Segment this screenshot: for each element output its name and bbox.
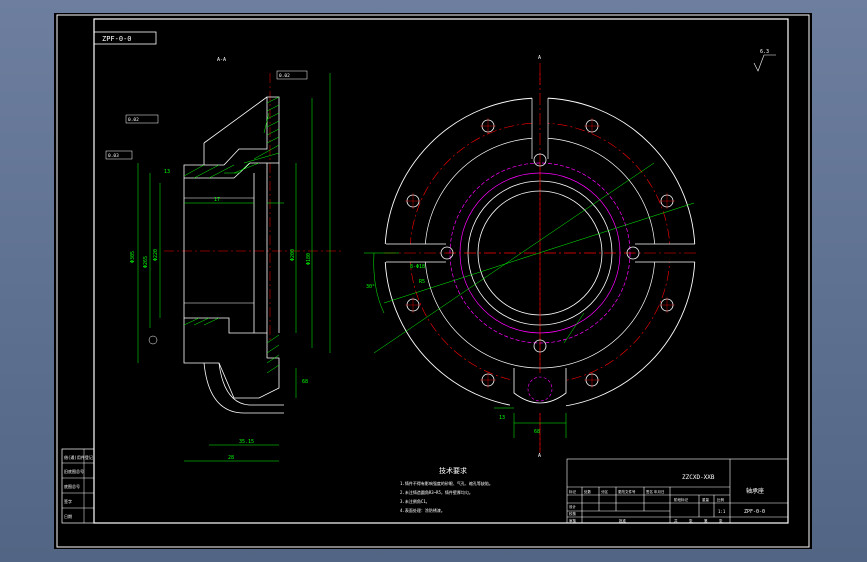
side-label-4: 日期 [64, 513, 72, 519]
dim-d5: Φ180 [306, 253, 312, 265]
dim-front-1: 68 [534, 429, 540, 435]
tb-sheet-1: 张 [689, 518, 693, 523]
roughness-symbol: 6.3 [753, 49, 776, 72]
tech-title: 技术要求 [439, 466, 467, 475]
datum-circle [148, 335, 158, 345]
inner-border [93, 18, 789, 524]
side-table: 借(通)用件登记 旧底图总号 底图总号 签字 日期 [61, 448, 95, 524]
dim-len2: 35.15 [239, 439, 254, 445]
upper-flange-outline [183, 96, 280, 179]
tb-label-1: 校核 [569, 511, 577, 516]
tb-sheet-3: 张 [719, 518, 723, 523]
tb-label-2: 审核 [569, 518, 577, 523]
dim-n1: 8-Φ18 [410, 264, 425, 270]
front-dimensions [364, 162, 695, 438]
hole-crosses [405, 118, 675, 388]
scale-value: 1:1 [718, 509, 726, 514]
drawing-number: ZPF-0-0 [744, 509, 765, 515]
tb-col-0: 标记 [569, 489, 577, 494]
code-box [93, 31, 157, 45]
dim-w1: 68 [302, 379, 308, 385]
view-label-top: A [538, 55, 541, 61]
dim-front-2: 13 [499, 415, 505, 421]
dim-w2: 13 [164, 169, 170, 175]
tb-sheet-0: 共 [674, 518, 678, 523]
tb-col-1: 处数 [584, 489, 592, 494]
tech-note-4: 4.表面处理：涂防锈漆。 [400, 507, 445, 513]
dim-d2: Φ265 [143, 256, 149, 268]
tech-note-2: 2.未注铸造圆角R3~R5，铸件壁厚均匀。 [400, 489, 473, 495]
dim-len1: 28 [228, 455, 234, 461]
side-label-3: 签字 [64, 498, 72, 504]
tb-label-5: 批准 [619, 518, 627, 523]
lower-hatch [183, 317, 280, 374]
tb-sub-0: 阶段标记 [674, 497, 688, 502]
section-label: A-A [217, 57, 226, 63]
upper-hatch [183, 96, 280, 179]
tb-sub-1: 重量 [702, 497, 710, 502]
tech-note-1: 1.铸件不得有影响强度的砂眼、气孔、缩孔等缺陷。 [400, 480, 493, 486]
dim-angle: 30° [366, 284, 375, 290]
tb-col-5: 年月日 [654, 489, 665, 494]
tb-label-0: 设计 [569, 504, 577, 509]
outer-border [56, 14, 810, 548]
front-view: 68 30° 8-Φ18 R5 13 A A [364, 55, 699, 459]
side-label-0: 借(通)用件登记 [64, 454, 93, 460]
tech-note-3: 3.未注倒角C1。 [400, 498, 430, 504]
company-name: ZZCXD-XXB [682, 474, 715, 481]
top-left-code: ZPF-0-0 [102, 35, 132, 43]
cad-canvas: ZPF-0-0 A-A [56, 14, 810, 548]
dim-r1: R5 [419, 279, 425, 285]
section-dimensions [137, 73, 331, 462]
roughness-value: 6.3 [760, 49, 769, 55]
tb-sub-2: 比例 [717, 497, 725, 502]
tol-frame-3: 0.02 [279, 73, 290, 79]
title-block [566, 458, 789, 524]
tol-frame-1: 0.02 [128, 117, 139, 123]
dim-d1: Φ305 [130, 251, 136, 263]
part-name: 轴承座 [746, 487, 764, 495]
section-view: Φ305 Φ265 Φ220 Φ200 Φ180 28 35.15 17 68 … [105, 70, 344, 462]
view-label-bottom: A [538, 453, 541, 459]
lower-flange-outline [183, 317, 280, 399]
tb-col-3: 更改文件号 [618, 489, 636, 494]
dim-len3: 17 [214, 197, 220, 203]
drawing-sheet: ZPF-0-0 A-A [54, 13, 812, 549]
tb-col-2: 分区 [601, 489, 609, 494]
tech-requirements: 技术要求 1.铸件不得有影响强度的砂眼、气孔、缩孔等缺陷。 2.未注铸造圆角R3… [400, 466, 493, 513]
dim-d3: Φ220 [153, 249, 159, 261]
side-label-1: 旧底图总号 [64, 468, 84, 474]
tb-col-4: 签名 [646, 489, 653, 494]
tol-frame-2: 0.03 [108, 153, 119, 159]
tb-sheet-2: 第 [704, 518, 708, 523]
dim-d4: Φ200 [290, 249, 296, 261]
side-label-2: 底图总号 [64, 483, 80, 489]
